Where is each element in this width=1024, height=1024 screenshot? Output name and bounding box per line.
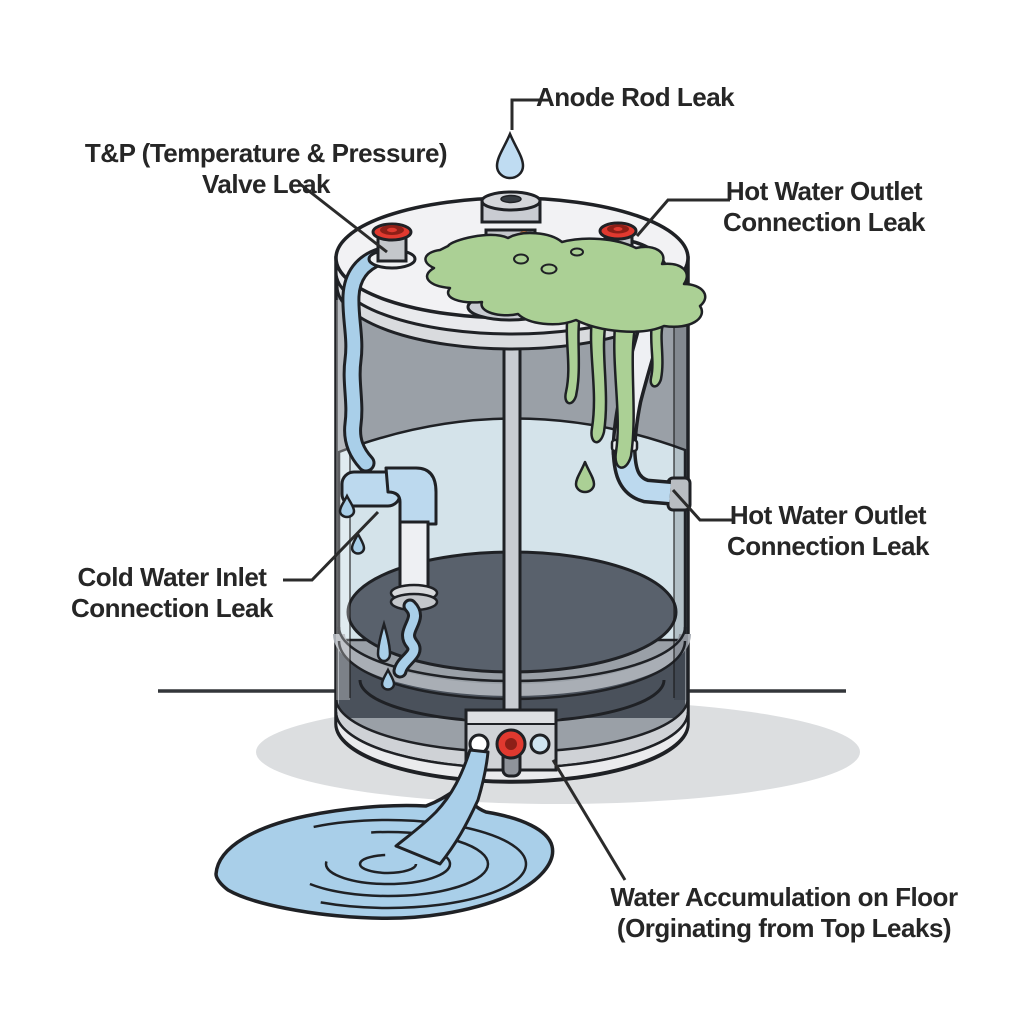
puddle-ripples — [248, 818, 528, 910]
water-drips — [338, 493, 396, 691]
slime-dots — [513, 247, 584, 275]
leader-floor-water — [551, 759, 627, 881]
label-text: Connection Leak — [71, 593, 273, 623]
leader-lines — [283, 98, 733, 881]
label-text: Connection Leak — [727, 531, 929, 561]
anode-rod-shaft — [502, 328, 522, 716]
leader-anode — [510, 98, 540, 130]
inlet-dip-tube — [398, 520, 430, 594]
water-puddle — [214, 784, 555, 921]
label-tp-valve-leak: T&P (Temperature & Pressure) Valve Leak — [76, 138, 456, 200]
leader-cold-inlet — [283, 510, 380, 582]
label-text: Hot Water Outlet — [725, 176, 923, 206]
cold-water-inlet-pipe — [340, 466, 439, 679]
anode-leak-drop — [495, 130, 525, 180]
label-text: Valve Leak — [202, 169, 331, 199]
tp-valve — [367, 222, 417, 270]
tank-base-ring-lower — [334, 711, 690, 783]
label-hot-water-outlet-side: Hot Water Outlet Connection Leak — [700, 500, 956, 562]
drain-leak-stream — [394, 748, 490, 866]
leader-hot-outlet-top — [635, 198, 730, 237]
label-cold-water-inlet: Cold Water Inlet Connection Leak — [52, 562, 292, 624]
label-water-accumulation: Water Accumulation on Floor (Orginating … — [596, 882, 972, 944]
label-anode-rod-leak: Anode Rod Leak — [536, 82, 735, 113]
leader-hot-outlet-side — [671, 488, 733, 522]
anode-slime-leak — [424, 231, 707, 494]
tank-lower-cavity — [339, 636, 685, 718]
tp-valve-leak-stream — [341, 246, 392, 473]
label-text: Connection Leak — [723, 207, 925, 237]
label-hot-water-outlet-top: Hot Water Outlet Connection Leak — [696, 176, 952, 238]
drain-port-right — [529, 733, 551, 755]
label-text: T&P (Temperature & Pressure) — [84, 138, 448, 168]
label-text: Anode Rod Leak — [536, 82, 735, 112]
label-text: Water Accumulation on Floor — [610, 882, 958, 912]
label-text: (Orginating from Top Leaks) — [616, 913, 952, 943]
label-text: Cold Water Inlet — [77, 562, 267, 592]
label-text: Hot Water Outlet — [729, 500, 927, 530]
leader-tp-valve — [299, 182, 388, 254]
